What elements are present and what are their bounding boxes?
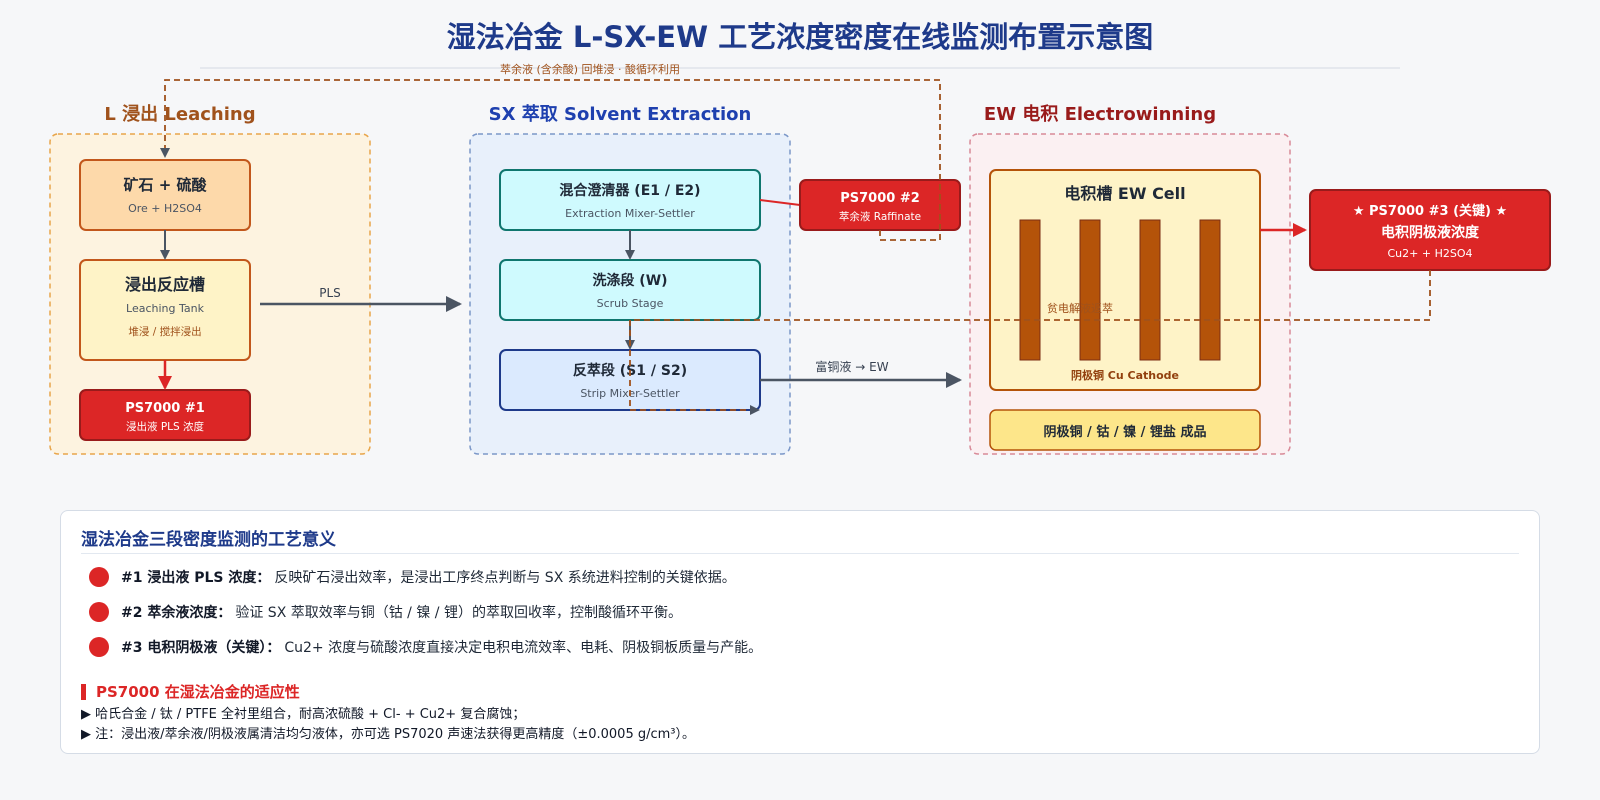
ew-cell-title: 电积槽 EW Cell [1064,184,1185,203]
ps7000-3-line2: 电积阴极液浓度 [1381,224,1480,241]
ps7000-1-title: PS7000 #1 [125,401,205,416]
mixer-settler-title: 混合澄清器 (E1 / E2) [559,182,700,199]
ps7000-1-box [79,389,251,441]
explanation-panel: 湿法冶金三段密度监测的工艺意义 #1 浸出液 PLS 浓度： 反映矿石浸出效率，… [60,510,1540,754]
ore-acid-title: 矿石 + 硫酸 [123,176,207,194]
ew-title: EW 电积 Electrowinning [984,103,1216,125]
scrub-stage-box [499,259,761,321]
monitor-point-1: #1 浸出液 PLS 浓度： 反映矿石浸出效率，是浸出工序终点判断与 SX 系统… [89,567,736,587]
red-bar-icon [81,683,86,700]
ore-acid-sub: Ore + H2SO4 [128,202,202,215]
leaching-tank-note: 堆浸 / 搅拌浸出 [128,325,201,338]
red-dot-icon [89,602,109,622]
cathode-label: 阴极铜 Cu Cathode [1071,368,1179,382]
red-dot-icon [89,567,109,587]
ps7000-3-line3: Cu2+ + H2SO4 [1388,247,1473,260]
ps7000-1-sub: 浸出液 PLS 浓度 [126,420,205,433]
scrub-stage-title: 洗涤段 (W) [592,272,667,289]
panel-divider [81,553,1519,554]
mixer-settler-sub: Extraction Mixer-Settler [565,207,695,220]
suitability-note-1: ▶ 哈氏合金 / 钛 / PTFE 全衬里组合，耐高浓硫酸 + Cl- + Cu… [81,707,526,722]
ps7000-3-line1: ★ PS7000 #3 (关键) ★ [1353,203,1507,219]
suitability-note-2: ▶ 注：浸出液/萃余液/阴极液属清洁均匀液体，亦可选 PS7020 声速法获得更… [81,727,695,742]
leaching-tank-sub: Leaching Tank [126,302,205,315]
lean-electrolyte-return-line [629,270,1431,415]
page-title: 湿法冶金 L-SX-EW 工艺浓度密度在线监测布置示意图 [447,20,1153,54]
monitor-point-3-label: #3 电积阴极液（关键）： [121,640,281,656]
cathode-plate-3 [1139,219,1161,361]
rich-liquor-label: 富铜液 → EW [815,359,888,374]
suitability-title: PS7000 在湿法冶金的适应性 [81,681,300,702]
monitor-point-3-text: Cu2+ 浓度与硫酸浓度直接决定电积电流效率、电耗、阴极铜板质量与产能。 [284,640,763,656]
cathode-plate-1 [1019,219,1041,361]
process-diagram: 湿法冶金 L-SX-EW 工艺浓度密度在线监测布置示意图 L 浸出 Leachi… [49,20,1551,455]
monitor-point-1-label: #1 浸出液 PLS 浓度： [121,570,271,586]
ore-acid-box [79,159,251,231]
monitor-point-2-text: 验证 SX 萃取效率与铜（钴 / 镍 / 锂）的萃取回收率，控制酸循环平衡。 [235,605,682,621]
lean-electrolyte-label: 贫电解液返萃 [1047,301,1113,315]
product-box [989,409,1261,451]
ps7000-2-sub: 萃余液 Raffinate [839,210,921,223]
ps7000-2-title: PS7000 #2 [840,191,920,206]
cathode-plate-2 [1079,219,1101,361]
monitor-point-3: #3 电积阴极液（关键）： Cu2+ 浓度与硫酸浓度直接决定电积电流效率、电耗、… [89,637,762,657]
leaching-title: L 浸出 Leaching [104,103,255,125]
product-label: 阴极铜 / 钴 / 镍 / 锂盐 成品 [1044,424,1207,440]
sx-title: SX 萃取 Solvent Extraction [489,103,752,125]
raffinate-return-line [160,79,941,241]
pls-label: PLS [319,286,341,300]
ew-cell-box [989,169,1261,391]
suitability-title-text: PS7000 在湿法冶金的适应性 [96,683,300,701]
mixer-to-sensor2-line [759,199,801,206]
raffinate-return-label: 萃余液 (含余酸) 回堆浸 · 酸循环利用 [500,62,680,76]
monitor-point-2-label: #2 萃余液浓度： [121,605,232,621]
panel-title: 湿法冶金三段密度监测的工艺意义 [81,530,336,550]
red-dot-icon [89,637,109,657]
cathode-plate-4 [1199,219,1221,361]
scrub-stage-sub: Scrub Stage [597,297,664,310]
leaching-tank-title: 浸出反应槽 [125,275,205,294]
monitor-point-1-text: 反映矿石浸出效率，是浸出工序终点判断与 SX 系统进料控制的关键依据。 [274,570,736,586]
monitor-point-2: #2 萃余液浓度： 验证 SX 萃取效率与铜（钴 / 镍 / 锂）的萃取回收率，… [89,602,682,622]
mixer-settler-box [499,169,761,231]
